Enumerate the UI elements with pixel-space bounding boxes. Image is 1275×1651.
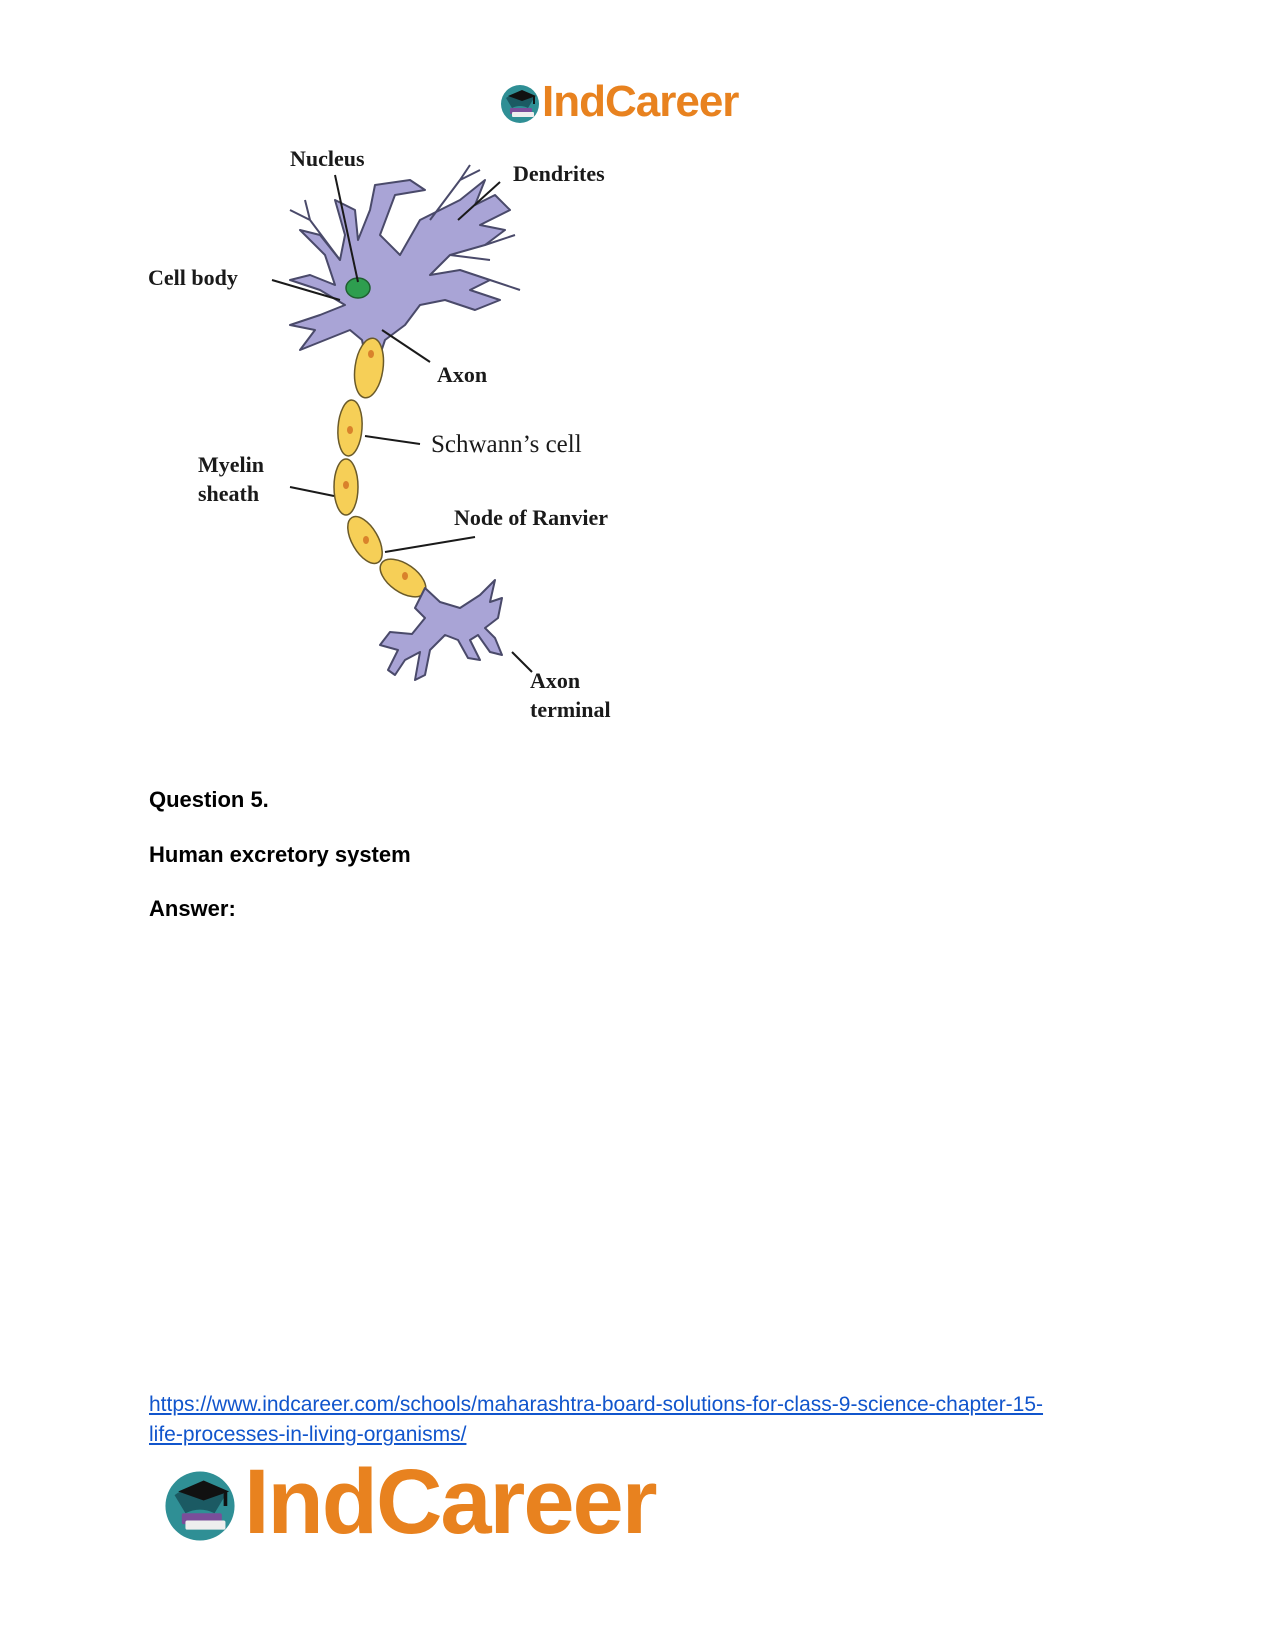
globe-graduate-icon [165, 1471, 235, 1541]
source-link-line-2[interactable]: life-processes-in-living-organisms/ [149, 1423, 467, 1446]
header-logo: IndCareer [498, 77, 778, 128]
answer-label: Answer: [149, 896, 236, 921]
label-schwanns-cell: Schwann’s cell [431, 431, 582, 458]
question-title: Question 5. [149, 787, 269, 812]
label-dendrites: Dendrites [513, 161, 605, 186]
label-myelin: Myelin [198, 452, 264, 477]
axon-terminal-shape [379, 579, 503, 681]
label-sheath: sheath [198, 481, 259, 506]
label-axon-terminal-1: Axon [530, 668, 580, 693]
label-cell-body: Cell body [148, 265, 238, 290]
source-link[interactable]: https://www.indcareer.com/schools/mahara… [149, 1390, 1149, 1450]
label-node-of-ranvier: Node of Ranvier [454, 505, 608, 530]
source-link-line-1[interactable]: https://www.indcareer.com/schools/mahara… [149, 1393, 1044, 1416]
label-axon-terminal-2: terminal [530, 697, 611, 722]
label-axon: Axon [437, 362, 487, 387]
logo-text: IndCareer [244, 1451, 657, 1553]
logo-text: IndCareer [542, 77, 739, 126]
neuron-diagram: Nucleus Dendrites Cell body Axon Schwann… [148, 146, 611, 722]
label-nucleus: Nucleus [290, 146, 365, 171]
footer-logo: IndCareer [160, 1452, 720, 1560]
myelin-segment [353, 337, 385, 399]
question-text: Human excretory system [149, 842, 411, 867]
cell-body-shape [289, 179, 511, 356]
globe-graduate-icon [501, 85, 539, 123]
